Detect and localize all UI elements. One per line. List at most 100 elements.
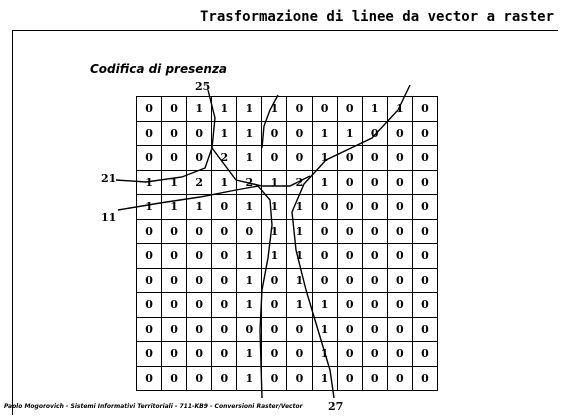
- grid-cell: 0: [286, 365, 313, 391]
- grid-cell: 0: [161, 365, 188, 391]
- grid-cell: 0: [411, 145, 439, 171]
- grid-cell: 0: [386, 194, 413, 220]
- label-21: 21: [101, 172, 117, 185]
- grid-cell: 0: [411, 341, 439, 367]
- grid-cell: 0: [286, 341, 313, 367]
- grid-cell: 0: [336, 145, 363, 171]
- grid-cell: 1: [311, 365, 338, 391]
- grid-cell: 0: [211, 292, 238, 318]
- grid-cell: 0: [261, 292, 288, 318]
- grid-cell: 0: [186, 145, 213, 171]
- grid-cell: 0: [161, 218, 188, 244]
- grid-cell: 0: [286, 316, 313, 342]
- grid-cell: 0: [411, 267, 439, 293]
- grid-cell: 0: [186, 267, 213, 293]
- grid-cell: 1: [236, 194, 263, 220]
- grid-cell: 0: [311, 194, 338, 220]
- grid-cell: 0: [135, 316, 163, 342]
- grid-cell: 1: [135, 194, 163, 220]
- grid-cell: 0: [361, 341, 388, 367]
- grid-cell: 0: [261, 365, 288, 391]
- grid-cell: 1: [211, 96, 238, 122]
- grid-cell: 0: [261, 316, 288, 342]
- grid-cell: 0: [135, 145, 163, 171]
- grid-cell: 0: [161, 267, 188, 293]
- grid-cell: 1: [286, 243, 313, 269]
- grid-cell: 0: [261, 341, 288, 367]
- grid-cell: 1: [311, 341, 338, 367]
- grid-cell: 0: [411, 218, 439, 244]
- grid-cell: 0: [211, 267, 238, 293]
- grid-cell: 1: [361, 96, 388, 122]
- grid-cell: 0: [361, 194, 388, 220]
- grid-cell: 0: [411, 292, 439, 318]
- grid-cell: 0: [286, 120, 313, 146]
- grid-cell: 1: [286, 267, 313, 293]
- grid-cell: 0: [311, 267, 338, 293]
- title-rule: [12, 30, 558, 31]
- label-25: 25: [195, 80, 211, 93]
- grid-cell: 1: [236, 267, 263, 293]
- grid-cell: 1: [311, 169, 338, 195]
- grid-cell: 0: [211, 365, 238, 391]
- grid-cell: 0: [261, 145, 288, 171]
- grid-cell: 0: [261, 120, 288, 146]
- grid-cell: 0: [336, 267, 363, 293]
- grid-cell: 0: [336, 96, 363, 122]
- grid-cell: 1: [236, 243, 263, 269]
- grid-cell: 0: [186, 316, 213, 342]
- grid-cell: 0: [135, 96, 163, 122]
- grid-cell: 0: [386, 267, 413, 293]
- grid-cell: 1: [211, 120, 238, 146]
- grid-cell: 1: [161, 194, 188, 220]
- grid-cell: 0: [361, 120, 388, 146]
- grid-cell: 0: [386, 292, 413, 318]
- grid-cell: 0: [311, 96, 338, 122]
- grid-cell: 0: [186, 243, 213, 269]
- grid-cell: 1: [236, 120, 263, 146]
- grid-cell: 0: [135, 365, 163, 391]
- grid-cell: 0: [161, 96, 188, 122]
- grid-cell: 0: [135, 292, 163, 318]
- grid-cell: 0: [386, 341, 413, 367]
- grid-cell: 0: [236, 218, 263, 244]
- grid-cell: 2: [236, 169, 263, 195]
- grid-cell: 0: [361, 267, 388, 293]
- grid-cell: 0: [161, 316, 188, 342]
- grid-cell: 0: [411, 316, 439, 342]
- grid-cell: 0: [135, 341, 163, 367]
- grid-cell: 0: [411, 169, 439, 195]
- grid-cell: 1: [286, 218, 313, 244]
- grid-cell: 0: [411, 365, 439, 391]
- grid-cell: 0: [186, 120, 213, 146]
- grid-cell: 0: [261, 267, 288, 293]
- grid-cell: 0: [211, 316, 238, 342]
- grid-cell: 0: [336, 365, 363, 391]
- grid-cell: 0: [411, 96, 439, 122]
- grid-cell: 1: [286, 194, 313, 220]
- grid-cell: 0: [161, 292, 188, 318]
- grid-cell: 1: [236, 292, 263, 318]
- grid-cell: 0: [361, 365, 388, 391]
- grid-cell: 0: [286, 145, 313, 171]
- grid-cell: 1: [286, 292, 313, 318]
- grid-cell: 0: [336, 169, 363, 195]
- grid-cell: 0: [361, 292, 388, 318]
- grid-cell: 1: [261, 169, 288, 195]
- grid-cell: 1: [261, 194, 288, 220]
- grid-cell: 2: [211, 145, 238, 171]
- grid-cell: 0: [135, 218, 163, 244]
- grid-cell: 0: [386, 365, 413, 391]
- grid-cell: 1: [186, 194, 213, 220]
- grid-cell: 0: [161, 120, 188, 146]
- grid-cell: 0: [386, 169, 413, 195]
- grid-cell: 0: [211, 218, 238, 244]
- slide-title: Trasformazione di linee da vector a rast…: [200, 9, 555, 25]
- grid-cell: 0: [361, 145, 388, 171]
- grid-cell: 1: [311, 145, 338, 171]
